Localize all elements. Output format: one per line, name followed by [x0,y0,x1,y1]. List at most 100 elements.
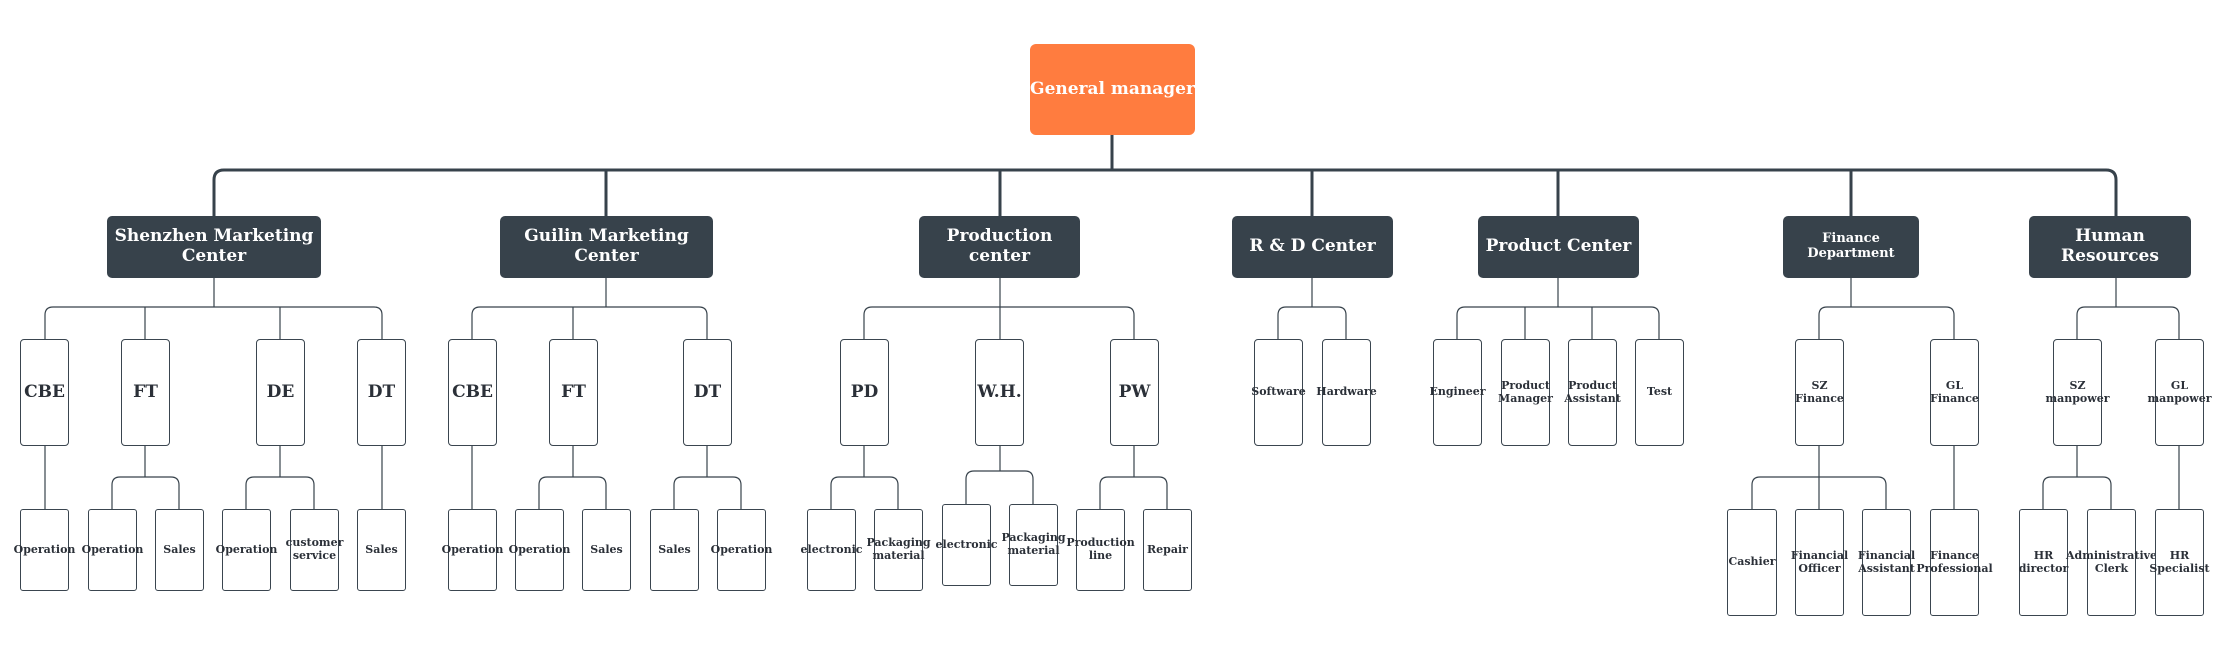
node-label: Operation [13,542,76,556]
unit-shenzhen-dt[interactable]: DT [357,339,406,446]
sub-finance-sz-cashier[interactable]: Cashier [1727,509,1777,616]
connector-rd-bus [1277,306,1347,339]
unit-hr-gl[interactable]: GL manpower [2147,339,2212,446]
sub-hr-sz-clerk[interactable]: Administrative Clerk [2066,509,2157,616]
node-label: customer service [285,536,344,562]
connector-sz-de-bus [245,476,315,509]
sub-hr-sz-director[interactable]: HR director [2019,509,2068,616]
node-label: DT [693,381,722,402]
unit-rd-software[interactable]: Software [1251,339,1306,446]
node-label: Human Resources [2061,226,2159,266]
unit-shenzhen-ft[interactable]: FT [121,339,170,446]
dept-finance-department[interactable]: Finance Department [1783,216,1919,278]
sub-guilin-ft-sales[interactable]: Sales [582,509,631,591]
unit-shenzhen-de[interactable]: DE [256,339,305,446]
sub-guilin-cbe-operation[interactable]: Operation [442,509,503,591]
node-label: Sales [658,542,691,556]
node-label: Operation [441,542,504,556]
unit-production-pw[interactable]: PW [1110,339,1159,446]
sub-shenzhen-cbe-operation[interactable]: Operation [14,509,75,591]
dept-production-center[interactable]: Production center [919,216,1080,278]
unit-shenzhen-cbe[interactable]: CBE [20,339,69,446]
unit-finance-gl[interactable]: GL Finance [1930,339,1979,446]
node-label: HR Specialist [2149,548,2210,575]
sub-shenzhen-dt-sales[interactable]: Sales [357,509,406,591]
connector-pd-bus [830,476,899,509]
sub-guilin-dt-sales[interactable]: Sales [650,509,699,591]
node-label: R & D Center [1249,236,1376,257]
unit-product-engineer[interactable]: Engineer [1429,339,1486,446]
node-label: Operation [81,542,144,556]
unit-finance-sz[interactable]: SZ Finance [1795,339,1844,446]
sub-shenzhen-de-customer-service[interactable]: customer service [286,509,343,591]
connector-production-bus [863,306,1135,339]
connector-root-bus [212,168,2118,216]
node-label: Financial Officer [1790,548,1849,575]
node-label: Finance Department [1807,231,1895,261]
node-general-manager[interactable]: General manager [1030,44,1195,135]
sub-production-pd-packaging[interactable]: Packaging material [866,509,931,591]
node-label: Product Center [1485,236,1632,257]
connector-guilin-bus [471,306,708,339]
node-label: Guilin Marketing Center [524,226,689,266]
dept-shenzhen-marketing-center[interactable]: Shenzhen Marketing Center [107,216,321,278]
unit-product-assistant[interactable]: Product Assistant [1564,339,1621,446]
node-label: CBE [452,381,493,402]
node-label: Sales [365,542,398,556]
node-label: PD [850,381,879,402]
node-label: Shenzhen Marketing Center [114,226,314,266]
connector-pw-bus [1099,476,1168,509]
node-label: Test [1646,385,1673,399]
sub-guilin-dt-operation[interactable]: Operation [711,509,772,591]
node-label: Sales [590,542,623,556]
unit-production-wh[interactable]: W.H. [975,339,1024,446]
unit-hr-sz[interactable]: SZ manpower [2045,339,2110,446]
unit-rd-hardware[interactable]: Hardware [1316,339,1377,446]
node-label: FT [561,381,586,402]
unit-product-manager[interactable]: Product Manager [1498,339,1553,446]
node-label: Operation [508,542,571,556]
connector-gl-ft-bus [538,476,607,509]
sub-finance-sz-assistant[interactable]: Financial Assistant [1858,509,1915,616]
sub-production-wh-packaging[interactable]: Packaging material [1001,504,1066,586]
sub-production-pw-line[interactable]: Production line [1066,509,1135,591]
sub-finance-gl-professional[interactable]: Finance Professional [1916,509,1993,616]
unit-guilin-cbe[interactable]: CBE [448,339,497,446]
dept-human-resources[interactable]: Human Resources [2029,216,2191,278]
node-label: Product Manager [1498,378,1553,405]
sub-shenzhen-de-operation[interactable]: Operation [216,509,277,591]
node-label: Product Assistant [1564,378,1621,405]
dept-guilin-marketing-center[interactable]: Guilin Marketing Center [500,216,713,278]
unit-guilin-dt[interactable]: DT [683,339,732,446]
sub-production-pd-electronic[interactable]: electronic [801,509,862,591]
node-label: GL manpower [2147,378,2212,405]
sub-guilin-ft-operation[interactable]: Operation [509,509,570,591]
node-label: W.H. [977,381,1022,402]
dept-product-center[interactable]: Product Center [1478,216,1639,278]
unit-production-pd[interactable]: PD [840,339,889,446]
node-label: electronic [935,537,998,551]
node-label: Packaging material [866,536,931,562]
dept-rd-center[interactable]: R & D Center [1232,216,1393,278]
sub-hr-gl-specialist[interactable]: HR Specialist [2149,509,2210,616]
node-label: Cashier [1728,555,1776,569]
node-label: DE [266,381,295,402]
connector-hr-bus [2076,306,2180,339]
sub-production-wh-electronic[interactable]: electronic [936,504,997,586]
unit-guilin-ft[interactable]: FT [549,339,598,446]
node-label: GL Finance [1930,378,1979,405]
sub-finance-sz-officer[interactable]: Financial Officer [1791,509,1848,616]
node-label: Operation [215,542,278,556]
sub-shenzhen-ft-operation[interactable]: Operation [82,509,143,591]
node-label: electronic [800,542,863,556]
node-label: Repair [1147,542,1188,556]
node-label: DT [367,381,396,402]
unit-product-test[interactable]: Test [1635,339,1684,446]
sub-shenzhen-ft-sales[interactable]: Sales [155,509,204,591]
sub-production-pw-repair[interactable]: Repair [1143,509,1192,591]
node-label: SZ manpower [2045,378,2110,405]
node-label: Operation [710,542,773,556]
connector-hr-sz-bus [2042,476,2112,509]
node-label: Production center [946,226,1053,266]
